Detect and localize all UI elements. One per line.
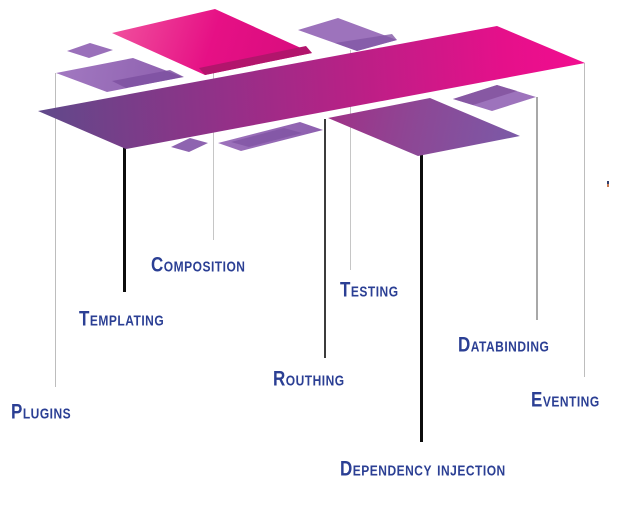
connector-line-dependency-injection: [420, 155, 423, 442]
connector-line-eventing: [584, 63, 585, 377]
panel-small-top-left: [67, 43, 113, 58]
connector-line-templating: [123, 143, 126, 292]
label-templating: Templating: [79, 306, 165, 331]
stray-mark: [607, 181, 609, 187]
label-databinding: Databinding: [458, 332, 550, 357]
connector-line-routhing: [324, 119, 326, 358]
label-composition: Composition: [151, 252, 246, 277]
connector-line-plugins: [55, 73, 56, 387]
label-routhing: Routhing: [273, 366, 345, 391]
label-eventing: Eventing: [531, 387, 600, 412]
label-plugins: Plugins: [11, 399, 72, 424]
connector-line-databinding: [536, 97, 538, 320]
connector-line-composition: [213, 66, 214, 240]
label-dependency-injection: Dependency injection: [340, 456, 506, 481]
label-testing: Testing: [340, 277, 399, 302]
connector-line-testing: [350, 50, 351, 270]
panel-small-bottom: [171, 138, 208, 152]
